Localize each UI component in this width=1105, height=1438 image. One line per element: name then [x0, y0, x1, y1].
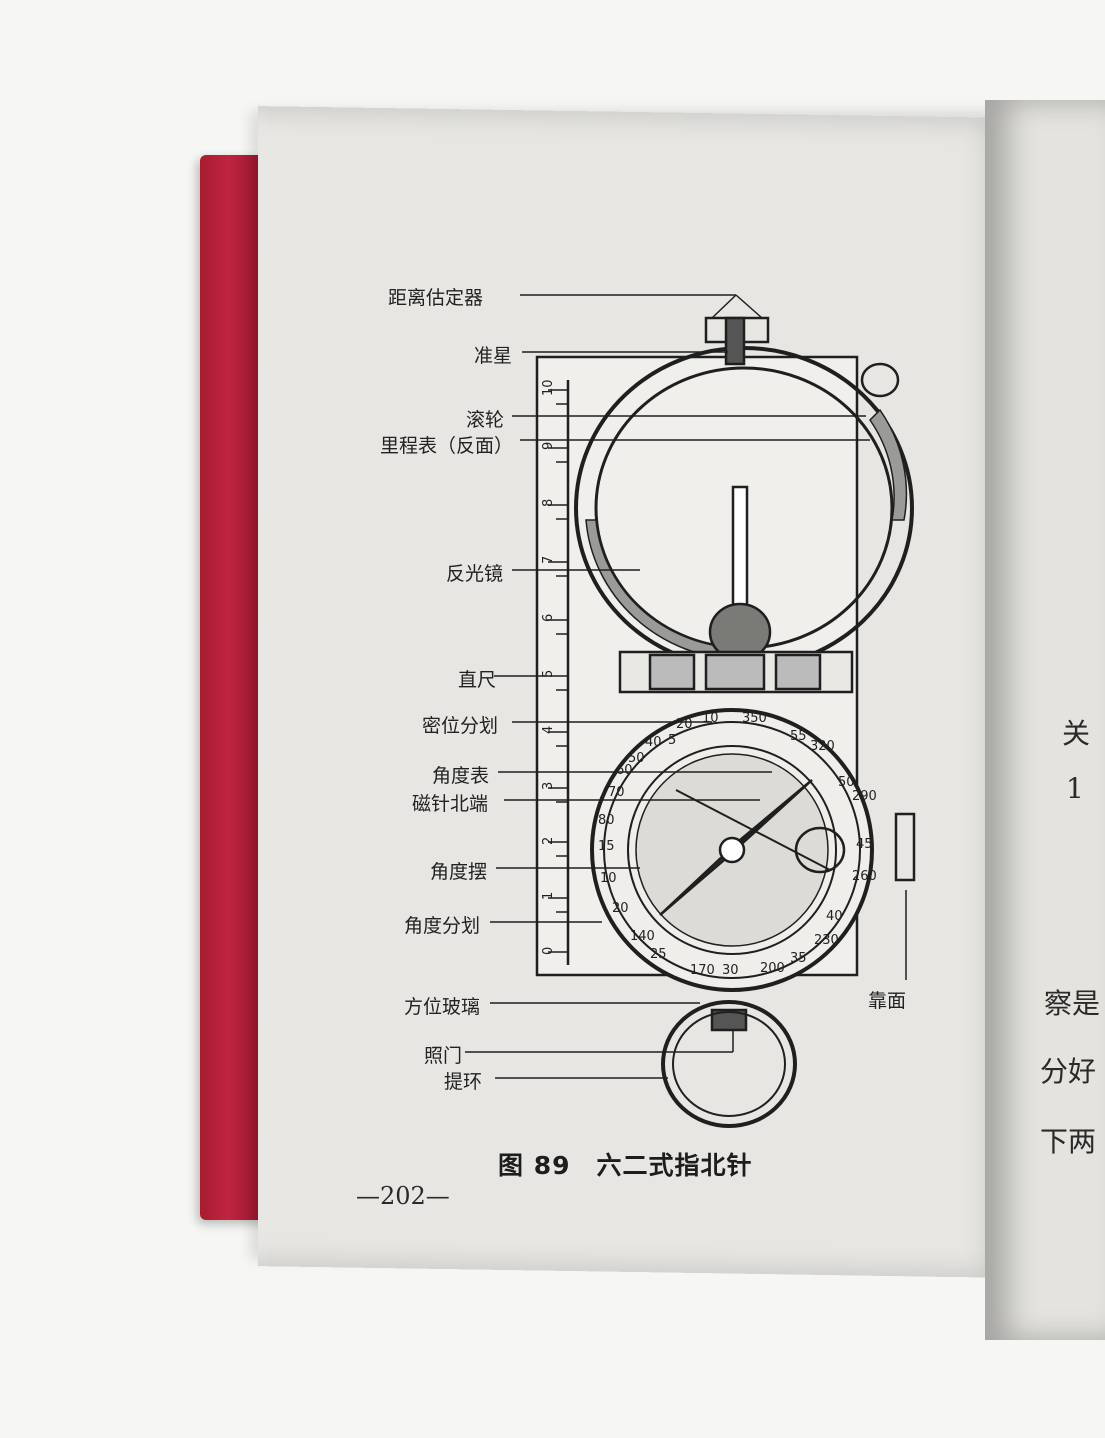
dial-number: 20 [612, 901, 629, 916]
label-needle-north: 磁针北端 [412, 793, 489, 815]
dial-number: 25 [650, 947, 667, 962]
dial-number: 15 [598, 839, 615, 854]
dial-number: 20 [676, 717, 693, 732]
lift-ring-outer [661, 1000, 797, 1128]
dial-number: 170 [690, 963, 715, 978]
right-page-text-1: 关 [1062, 717, 1091, 750]
dial-number: 50 [838, 775, 855, 790]
label-angle-pendulum: 角度摆 [430, 861, 488, 883]
back-face [894, 812, 916, 882]
hinge-block-2 [704, 653, 766, 691]
right-page-text-4: 分好 [1040, 1055, 1097, 1088]
dial-number: 350 [742, 711, 767, 726]
ruler-number-0: 0 [541, 947, 556, 955]
label-azimuth-glass: 方位玻璃 [404, 996, 481, 1018]
ruler-ticks [548, 389, 568, 953]
ruler-number-7: 7 [541, 556, 556, 564]
label-mirror: 反光镜 [446, 563, 504, 585]
dial-number: 55 [790, 729, 807, 744]
dial-number: 60 [616, 763, 633, 778]
needle-pivot [718, 836, 746, 864]
figure-caption: 图 89 六二式指北针 [498, 1146, 753, 1182]
label-back-face: 靠面 [868, 990, 907, 1012]
lid-shading-right [869, 408, 908, 521]
ruler-number-10: 10 [541, 379, 556, 396]
label-ruler: 直尺 [458, 669, 497, 691]
ruler-number-9: 9 [541, 442, 556, 450]
dial-number: 50 [628, 751, 645, 766]
dial-numbers: 20 10 350 55 320 5 40 50 60 70 80 15 10 … [598, 711, 877, 978]
dial-number: 30 [722, 963, 739, 978]
figure-title: 六二式指北针 [596, 1151, 753, 1180]
hinge-knob [860, 362, 900, 398]
label-angle-scale: 角度分划 [404, 915, 481, 937]
label-odometer: 里程表（反面） [380, 435, 514, 457]
dial-number: 80 [598, 813, 615, 828]
dial-number: 10 [600, 871, 617, 886]
right-page-text-5: 下两 [1040, 1125, 1097, 1158]
dial-number: 40 [645, 735, 662, 750]
figure-number: 图 89 [498, 1151, 571, 1180]
rear-sight [710, 1008, 748, 1032]
ruler-number-6: 6 [541, 614, 556, 622]
dial-number: 45 [856, 837, 873, 852]
ruler-number-8: 8 [541, 499, 556, 507]
label-front-sight: 准星 [474, 345, 513, 367]
ruler-number-3: 3 [541, 782, 556, 790]
hinge-block-1 [648, 653, 696, 691]
leader-lines [465, 294, 907, 1079]
ruler-numbers: 0 1 2 3 4 5 6 7 8 9 10 [541, 379, 556, 955]
dial-number: 140 [630, 929, 655, 944]
right-page [985, 100, 1105, 1340]
ruler-number-2: 2 [541, 837, 556, 845]
label-distance-estimator: 距离估定器 [388, 287, 484, 309]
dial-number: 10 [702, 711, 719, 726]
label-rear-sight: 照门 [424, 1045, 463, 1067]
label-angle-dial: 角度表 [432, 765, 490, 787]
mirror-line [731, 485, 749, 619]
ruler-number-1: 1 [541, 892, 556, 900]
dial-number: 320 [810, 739, 835, 754]
dial-number: 40 [826, 909, 843, 924]
label-lift-ring: 提环 [444, 1071, 483, 1093]
dial-number: 70 [608, 785, 625, 800]
lift-ring-inner [672, 1011, 786, 1117]
front-sight [724, 316, 746, 366]
hinge-block-3 [774, 653, 822, 691]
ruler-number-4: 4 [541, 726, 556, 734]
dial-ring-1 [603, 721, 861, 979]
right-page-text-2: 1 [1066, 772, 1084, 805]
compass-diagram: 0 1 2 3 4 5 6 7 8 9 10 20 10 350 55 320 … [465, 294, 916, 1128]
right-page-text-3: 察是 [1044, 987, 1101, 1020]
label-mil-scale: 密位分划 [422, 715, 499, 737]
dial-ring-2 [627, 745, 837, 955]
dial-number: 260 [852, 869, 877, 884]
dial-number: 35 [790, 951, 807, 966]
ruler-number-5: 5 [541, 670, 556, 678]
dial-number: 200 [760, 961, 785, 976]
dial-number: 5 [668, 733, 676, 748]
pendulum-window [794, 826, 846, 874]
label-roller: 滚轮 [466, 409, 505, 431]
page-number: —202— [356, 1182, 450, 1210]
pendulum-line [675, 789, 831, 871]
dial-number: 230 [814, 933, 839, 948]
dial-number: 290 [852, 789, 877, 804]
